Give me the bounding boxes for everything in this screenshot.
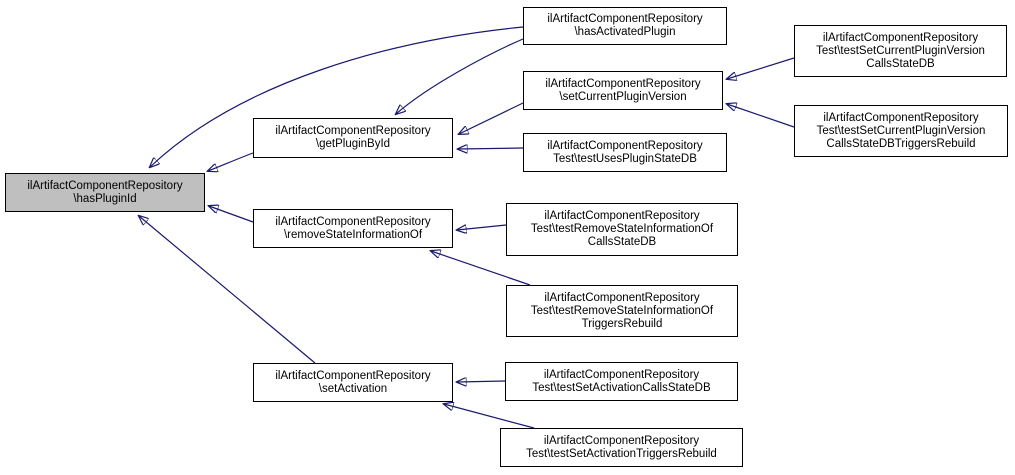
- node-label-line: ilArtifactComponentRepository: [823, 111, 979, 124]
- node-label-line: ilArtifactComponentRepository: [544, 291, 700, 304]
- node-label-line: ilArtifactComponentRepository: [543, 434, 700, 447]
- edge-testRemoveStateInformationOfCallsStateDB-to-removeStateInformationOf: [457, 224, 507, 230]
- node-label-line: \hasPluginId: [73, 192, 137, 205]
- edge-testSetActivationCallsStateDB-to-setActivation: [457, 381, 506, 382]
- node-label-line: ilArtifactComponentRepository: [544, 210, 700, 222]
- edge-testRemoveStateInformationOfTriggersRebuild-to-removeStateInformationOf: [431, 251, 531, 286]
- node-testSetCurrentPluginVersionCallsStateDB[interactable]: ilArtifactComponentRepository Test\testS…: [794, 25, 1007, 77]
- node-label-line: \getPluginById: [315, 138, 391, 150]
- edge-setCurrentPluginVersion-to-getPluginById: [459, 102, 524, 134]
- node-label-line: \setCurrentPluginVersion: [559, 90, 687, 103]
- node-setActivation[interactable]: ilArtifactComponentRepository \setActiva…: [253, 363, 453, 402]
- node-testRemoveStateInformationOfTriggersRebuild[interactable]: ilArtifactComponentRepository Test\testR…: [506, 285, 738, 337]
- node-label-line: \hasActivatedPlugin: [574, 26, 676, 38]
- edge-testSetActivationTriggersRebuild-to-setActivation: [444, 404, 535, 429]
- node-label-line: Test\testSetActivationCallsStateDB: [532, 381, 711, 394]
- node-hasActivatedPlugin[interactable]: ilArtifactComponentRepository \hasActiva…: [523, 7, 727, 45]
- edge-getPluginById-to-hasPluginId: [208, 152, 254, 171]
- edge-hasActivatedPlugin-to-getPluginById: [396, 38, 524, 114]
- node-label-line: ilArtifactComponentRepository: [547, 139, 703, 152]
- node-label-line: Test\testSetCurrentPluginVersion: [816, 124, 986, 137]
- node-label-line: ilArtifactComponentRepository: [822, 31, 979, 44]
- node-label-line: Test\testSetCurrentPluginVersion: [816, 44, 985, 57]
- node-label-line: CallsStateDBTriggersRebuild: [826, 137, 976, 150]
- node-label-line: \setActivation: [318, 382, 388, 395]
- node-label-line: ilArtifactComponentRepository: [275, 215, 431, 228]
- node-label-line: Test\testUsesPluginStateDB: [553, 152, 697, 165]
- node-label-line: \removeStateInformationOf: [283, 228, 423, 241]
- node-testSetActivationCallsStateDB[interactable]: ilArtifactComponentRepository Test\testS…: [505, 362, 738, 401]
- node-testSetActivationTriggersRebuild[interactable]: ilArtifactComponentRepository Test\testS…: [500, 428, 743, 467]
- node-label-line: Test\testRemoveStateInformationOf: [530, 223, 714, 235]
- node-label-line: ilArtifactComponentRepository: [27, 179, 183, 192]
- node-testSetCurrentPluginVersionCallsStateDBTriggersRebuild[interactable]: ilArtifactComponentRepository Test\testS…: [794, 105, 1008, 157]
- node-label-line: ilArtifactComponentRepository: [275, 369, 431, 382]
- node-hasPluginId[interactable]: ilArtifactComponentRepository \hasPlugin…: [5, 173, 205, 212]
- edge-testUsesPluginStateDB-to-getPluginById: [458, 148, 524, 149]
- node-label-line: CallsStateDB: [866, 57, 935, 70]
- node-label-line: ilArtifactComponentRepository: [543, 368, 700, 381]
- node-testUsesPluginStateDB[interactable]: ilArtifactComponentRepository Test\testU…: [523, 133, 727, 172]
- node-label-line: ilArtifactComponentRepository: [275, 125, 431, 137]
- node-testRemoveStateInformationOfCallsStateDB[interactable]: ilArtifactComponentRepository Test\testR…: [506, 203, 738, 256]
- edge-testSetCurrentPluginVersionCallsStateDB-to-setCurrentPluginVersion: [727, 57, 795, 79]
- node-label-line: ilArtifactComponentRepository: [545, 77, 701, 90]
- node-label-line: TriggersRebuild: [581, 317, 663, 330]
- node-label-line: Test\testRemoveStateInformationOf: [530, 304, 714, 317]
- edge-removeStateInformationOf-to-hasPluginId: [209, 206, 254, 223]
- node-removeStateInformationOf[interactable]: ilArtifactComponentRepository \removeSta…: [253, 209, 453, 248]
- node-getPluginById[interactable]: ilArtifactComponentRepository \getPlugin…: [253, 118, 453, 158]
- node-label-line: CallsStateDB: [587, 236, 657, 248]
- edge-testSetCurrentPluginVersionCallsStateDBTriggersRebuild-to-setCurrentPluginVersion: [727, 104, 795, 128]
- node-label-line: Test\testSetActivationTriggersRebuild: [526, 447, 717, 460]
- node-setCurrentPluginVersion[interactable]: ilArtifactComponentRepository \setCurren…: [523, 71, 723, 110]
- node-label-line: ilArtifactComponentRepository: [547, 13, 703, 25]
